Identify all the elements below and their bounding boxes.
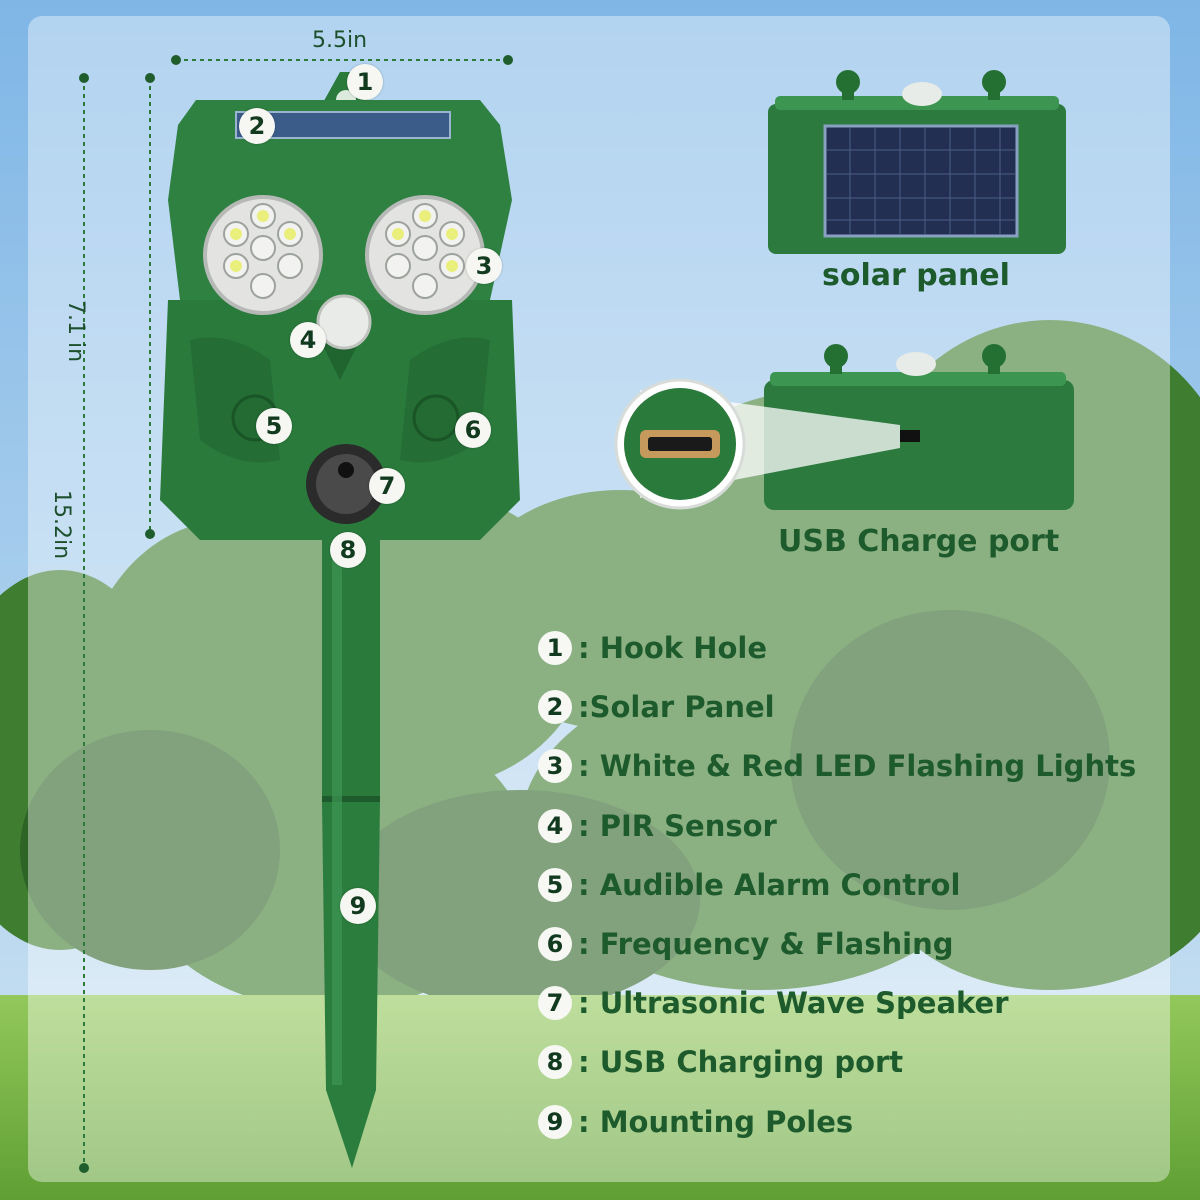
legend-text: :Solar Panel bbox=[578, 690, 775, 724]
callout-8: 8 bbox=[330, 532, 366, 568]
legend-number: 2 bbox=[538, 690, 572, 724]
legend-text: : Ultrasonic Wave Speaker bbox=[578, 986, 1009, 1020]
callout-3: 3 bbox=[466, 248, 502, 284]
callout-6: 6 bbox=[455, 412, 491, 448]
callout-7: 7 bbox=[369, 468, 405, 504]
legend-number: 8 bbox=[538, 1045, 572, 1079]
usb-charge-port-caption: USB Charge port bbox=[778, 524, 1060, 559]
solar-panel-caption: solar panel bbox=[822, 258, 1010, 293]
legend-number: 9 bbox=[538, 1105, 572, 1139]
legend-number: 3 bbox=[538, 749, 572, 783]
legend-number: 4 bbox=[538, 809, 572, 843]
legend-number: 7 bbox=[538, 986, 572, 1020]
legend-item: 1 : Hook Hole bbox=[538, 626, 767, 670]
legend-number: 1 bbox=[538, 631, 572, 665]
legend-item: 9 : Mounting Poles bbox=[538, 1100, 853, 1144]
callout-9: 9 bbox=[340, 888, 376, 924]
legend-item: 3 : White & Red LED Flashing Lights bbox=[538, 744, 1136, 788]
legend-text: : Mounting Poles bbox=[578, 1105, 854, 1139]
legend-text: : White & Red LED Flashing Lights bbox=[578, 749, 1137, 783]
callout-2: 2 bbox=[239, 108, 275, 144]
legend-item: 7 : Ultrasonic Wave Speaker bbox=[538, 981, 1009, 1025]
legend-item: 2 :Solar Panel bbox=[538, 685, 775, 729]
legend-text: : PIR Sensor bbox=[578, 809, 777, 843]
legend-item: 5 : Audible Alarm Control bbox=[538, 863, 960, 907]
legend-number: 6 bbox=[538, 927, 572, 961]
legend-text: : Hook Hole bbox=[578, 631, 767, 665]
callout-5: 5 bbox=[256, 408, 292, 444]
width-dimension-label: 5.5in bbox=[312, 28, 368, 53]
legend-item: 4 : PIR Sensor bbox=[538, 804, 777, 848]
legend-number: 5 bbox=[538, 868, 572, 902]
legend-text: : USB Charging port bbox=[578, 1045, 904, 1079]
callout-4: 4 bbox=[290, 322, 326, 358]
legend-text: : Frequency & Flashing bbox=[578, 927, 954, 961]
callout-1: 1 bbox=[347, 64, 383, 100]
legend-text: : Audible Alarm Control bbox=[578, 868, 961, 902]
legend-item: 8 : USB Charging port bbox=[538, 1040, 903, 1084]
legend-item: 6 : Frequency & Flashing bbox=[538, 922, 954, 966]
